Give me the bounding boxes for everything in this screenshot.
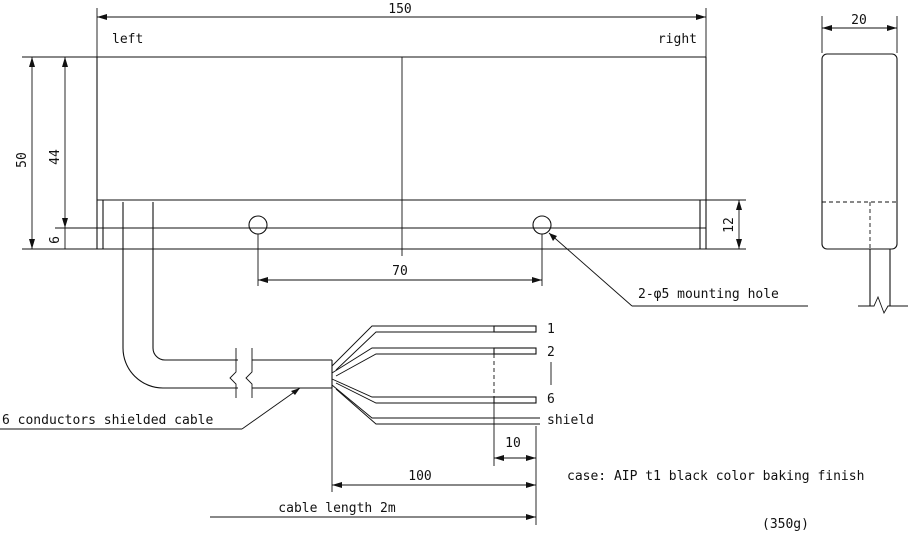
overall-length-value: 150 xyxy=(388,2,411,17)
wire-fanout xyxy=(331,325,540,425)
mounting-hole-callout: 2-φ5 mounting hole xyxy=(548,232,808,307)
shielded-cable xyxy=(122,202,333,398)
overall-height-value: 50 xyxy=(15,152,30,168)
left-label: left xyxy=(112,32,143,47)
base-thickness-value: 6 xyxy=(48,236,63,244)
sensor-body-front-view xyxy=(96,56,707,256)
mounting-hole-label: 2-φ5 mounting hole xyxy=(638,287,779,302)
cable-callout: 6 conductors shielded cable xyxy=(0,387,301,430)
overall-length-dimension: 150 xyxy=(96,2,707,58)
sensor-side-view: 20 xyxy=(821,13,908,315)
case-finish-note: case: AIP t1 black color baking finish xyxy=(567,469,864,484)
cable-length-label: cable length 2m xyxy=(278,501,396,516)
wire-strip-value: 10 xyxy=(505,436,521,451)
hole-pitch-value: 70 xyxy=(392,264,408,279)
side-width-value: 20 xyxy=(851,13,867,28)
height-dimensions: 50 44 6 xyxy=(15,56,97,250)
wire-label-2: 2 xyxy=(547,345,555,360)
flange-height-dimension: 12 xyxy=(706,199,746,250)
mounting-hole-right xyxy=(532,215,552,235)
right-label: right xyxy=(658,32,697,47)
wire-label-shield: shield xyxy=(547,413,594,428)
weight-note: (350g) xyxy=(762,517,809,532)
mounting-hole-left xyxy=(248,215,268,235)
cable-length-dimension: cable length 2m xyxy=(210,501,536,520)
lead-length-dimension: 100 xyxy=(331,388,537,525)
hole-pitch-dimension: 70 xyxy=(257,234,543,286)
wire-strip-dimension: 10 xyxy=(493,403,537,466)
wire-label-6: 6 xyxy=(547,392,555,407)
flange-height-value: 12 xyxy=(722,217,737,233)
wire-label-1: 1 xyxy=(547,322,555,337)
cable-type-label: 6 conductors shielded cable xyxy=(2,413,213,428)
body-height-value: 44 xyxy=(48,149,63,165)
lead-length-value: 100 xyxy=(408,469,431,484)
